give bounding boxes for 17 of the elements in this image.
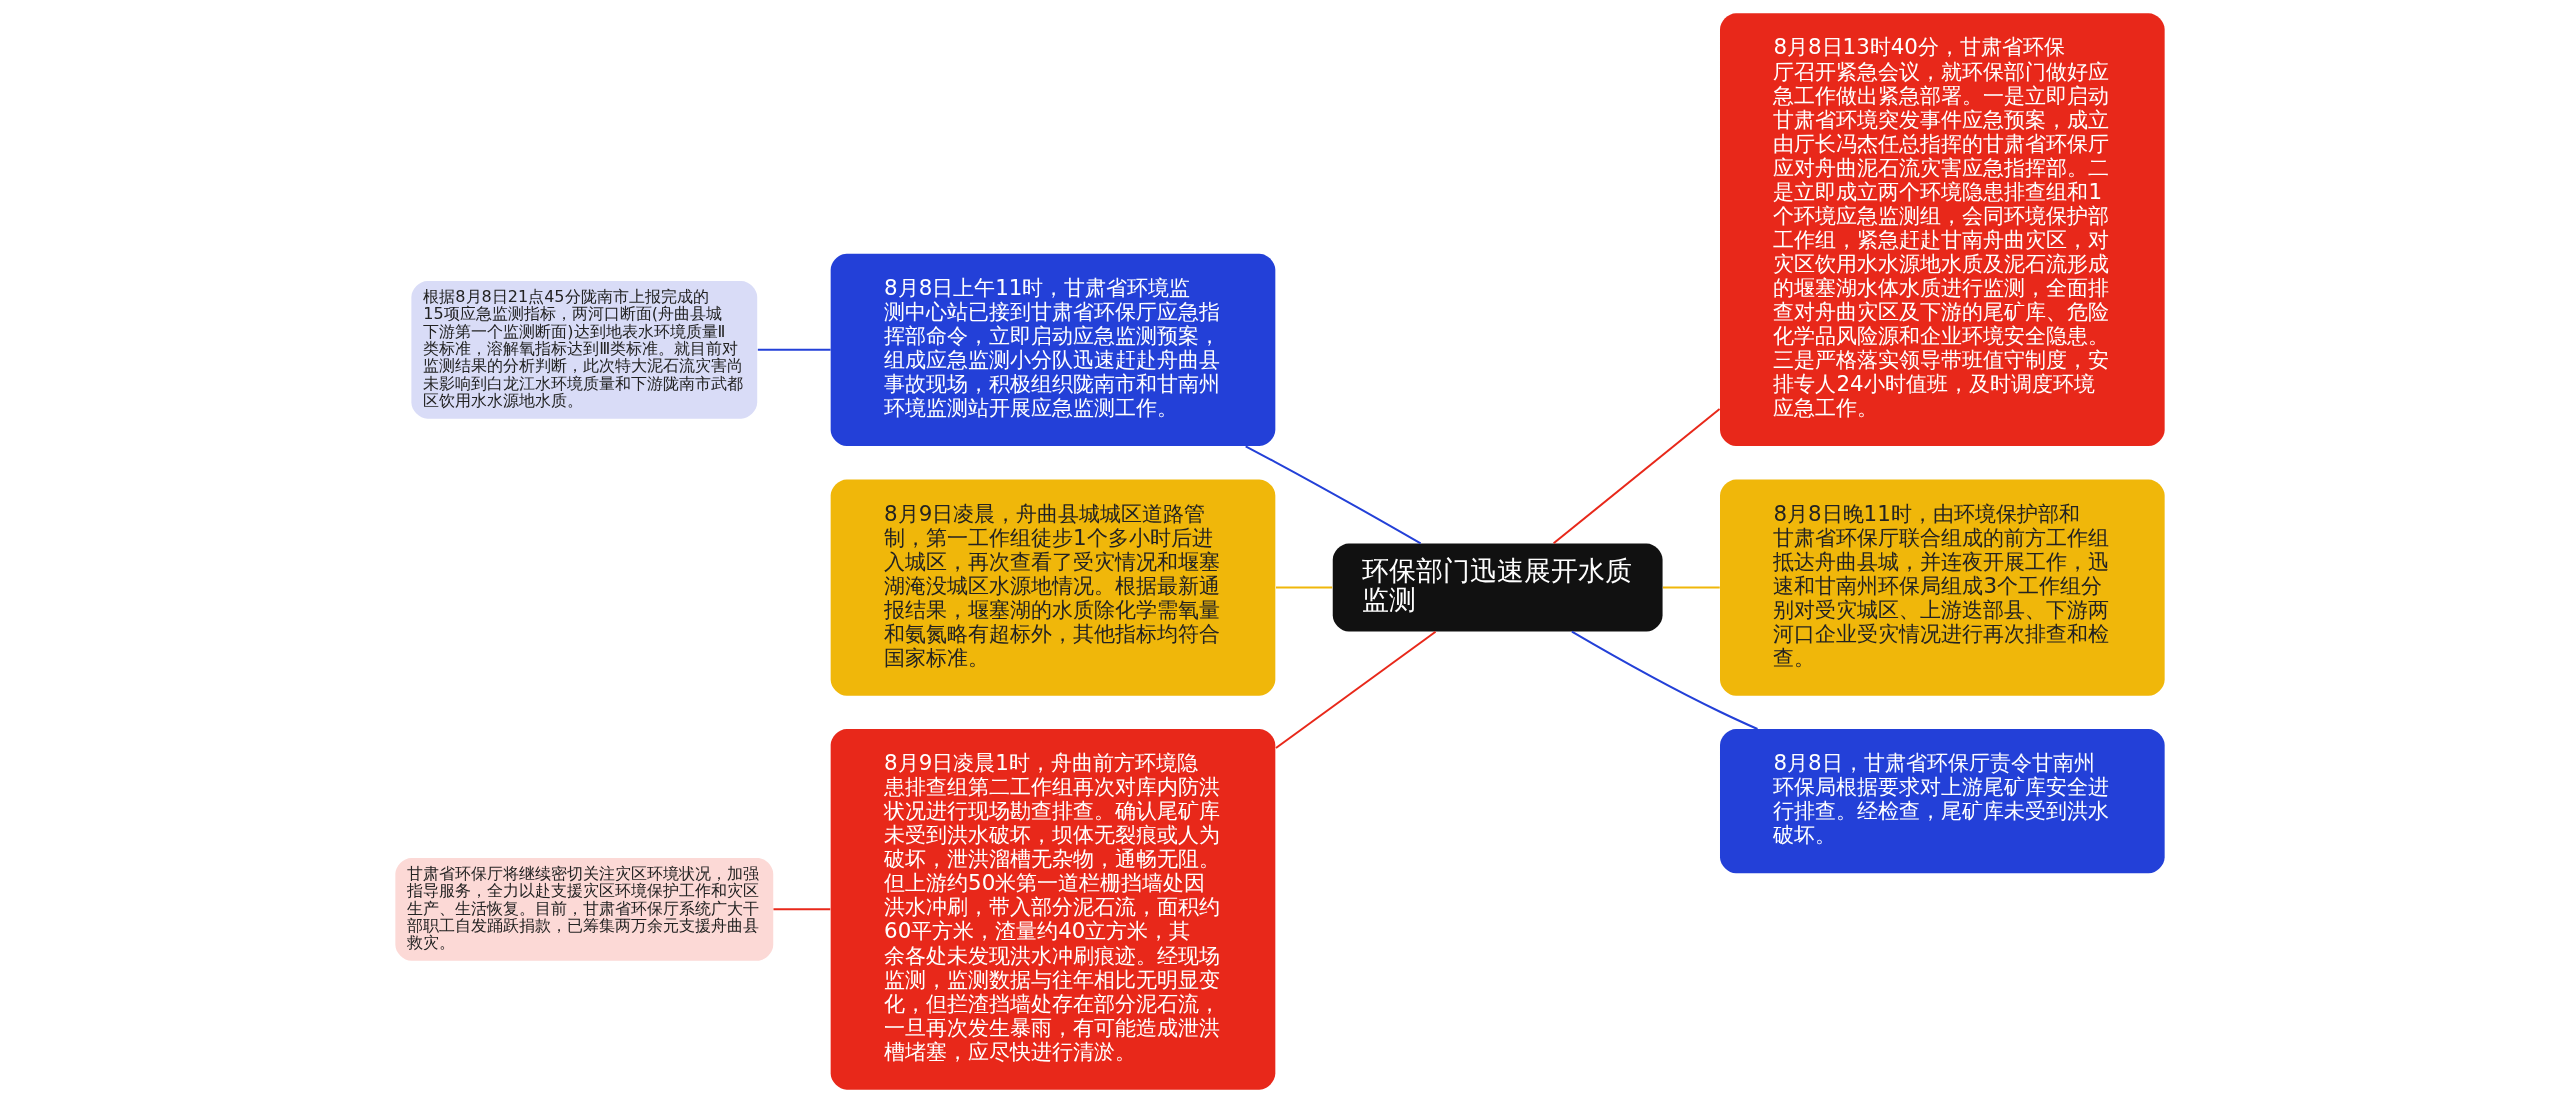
connector [1570, 630, 1759, 731]
node-box: 8月8日上午11时，甘肃省环境监测中心站已接到甘肃省环保厅应急指挥部命令，立即启动应急监测预案，组成应急监测小分队迅速赶赴舟曲县事故现场，积极组织陇南市和甘南州环境监测站开展应急监测工作。 [830, 253, 1276, 446]
node-box: 8月8日，甘肃省环保厅责令甘南州环保局根据要求对上游尾矿库安全进行排查。经检查，尾矿库未受到洪水破坏。 [1720, 729, 2165, 874]
connector [1274, 586, 1334, 589]
node-box: 甘肃省环保厅将继续密切关注灾区环境状况，加强指导服务，全力以赴支援灾区环境保护工作和灾区生产、生活恢复。目前，甘肃省环保厅系统广大干部职工自发踊跃捐款，已筹集两万余元支援舟曲县救灾。 [395, 857, 774, 961]
node-box: 8月8日晚11时，由环境保护部和甘肃省环保厅联合组成的前方工作组抵达舟曲县城，并连夜开展工作，迅速和甘南州环保局组成3个工作组分别对受灾城区、上游迭部县、下游两河口企业受灾情况进行再次排查和检查。 [1720, 479, 2165, 696]
node-box: 8月8日13时40分，甘肃省环保厅召开紧急会议，就环保部门做好应急工作做出紧急部署。一是立即启动甘肃省环境突发事件应急预案，成立由厅长冯杰任总指挥的甘肃省环保厅应对舟曲泥石流灾害应急指挥部。二是立即成立两个环境隐患排查组和1个环境应急监测组，会同环境保护部工作组，紧急赶赴甘南舟曲灾区，对灾区饮用水水源地水质及泥石流形成的堰塞湖水体水质进行监测，全面排查对舟曲灾区及下游的尾矿库、危险化学品风险源和企业环境安全隐患。三是严格落实领导带班值守制度，安排专人24小时值班，及时调度环境应急工作。 [1720, 13, 2165, 446]
connector [1274, 630, 1437, 749]
node-box: 8月9日凌晨，舟曲县城城区道路管制，第一工作组徒步1个多小时后进入城区，再次查看了受灾情况和堰塞湖淹没城区水源地情况。根据最新通报结果，堰塞湖的水质除化学需氧量和氨氮略有超标外，其他指标均符合国家标准。 [830, 479, 1276, 696]
connector [1552, 407, 1721, 545]
connector [1661, 586, 1721, 589]
connector [772, 908, 832, 911]
node-box: 环保部门迅速展开水质监测 [1332, 543, 1663, 632]
connector [756, 348, 832, 351]
node-box: 根据8月8日21点45分陇南市上报完成的15项应急监测指标，两河口断面(舟曲县城下游第一个监测断面)达到地表水环境质量Ⅱ类标准，溶解氧指标达到Ⅲ类标准。就目前对监测结果的分析判断，此次特大泥石流灾害尚未影响到白龙江水环境质量和下游陇南市武都区饮用水水源地水质。 [411, 281, 758, 419]
node-box: 8月9日凌晨1时，舟曲前方环境隐患排查组第二工作组再次对库内防洪状况进行现场勘查排查。确认尾矿库未受到洪水破坏，坝体无裂痕或人为破坏，泄洪溜槽无杂物，通畅无阻。但上游约50米第一道栏栅挡墙处因洪水冲刷，带入部分泥石流，面积约60平方米，渣量约40立方米，其余各处未发现洪水冲刷痕迹。经现场监测，监测数据与往年相比无明显变化，但拦渣挡墙处存在部分泥石流，一旦再次发生暴雨，有可能造成泄洪槽堵塞，应尽快进行清淤。 [830, 729, 1276, 1090]
connector [1244, 445, 1422, 545]
